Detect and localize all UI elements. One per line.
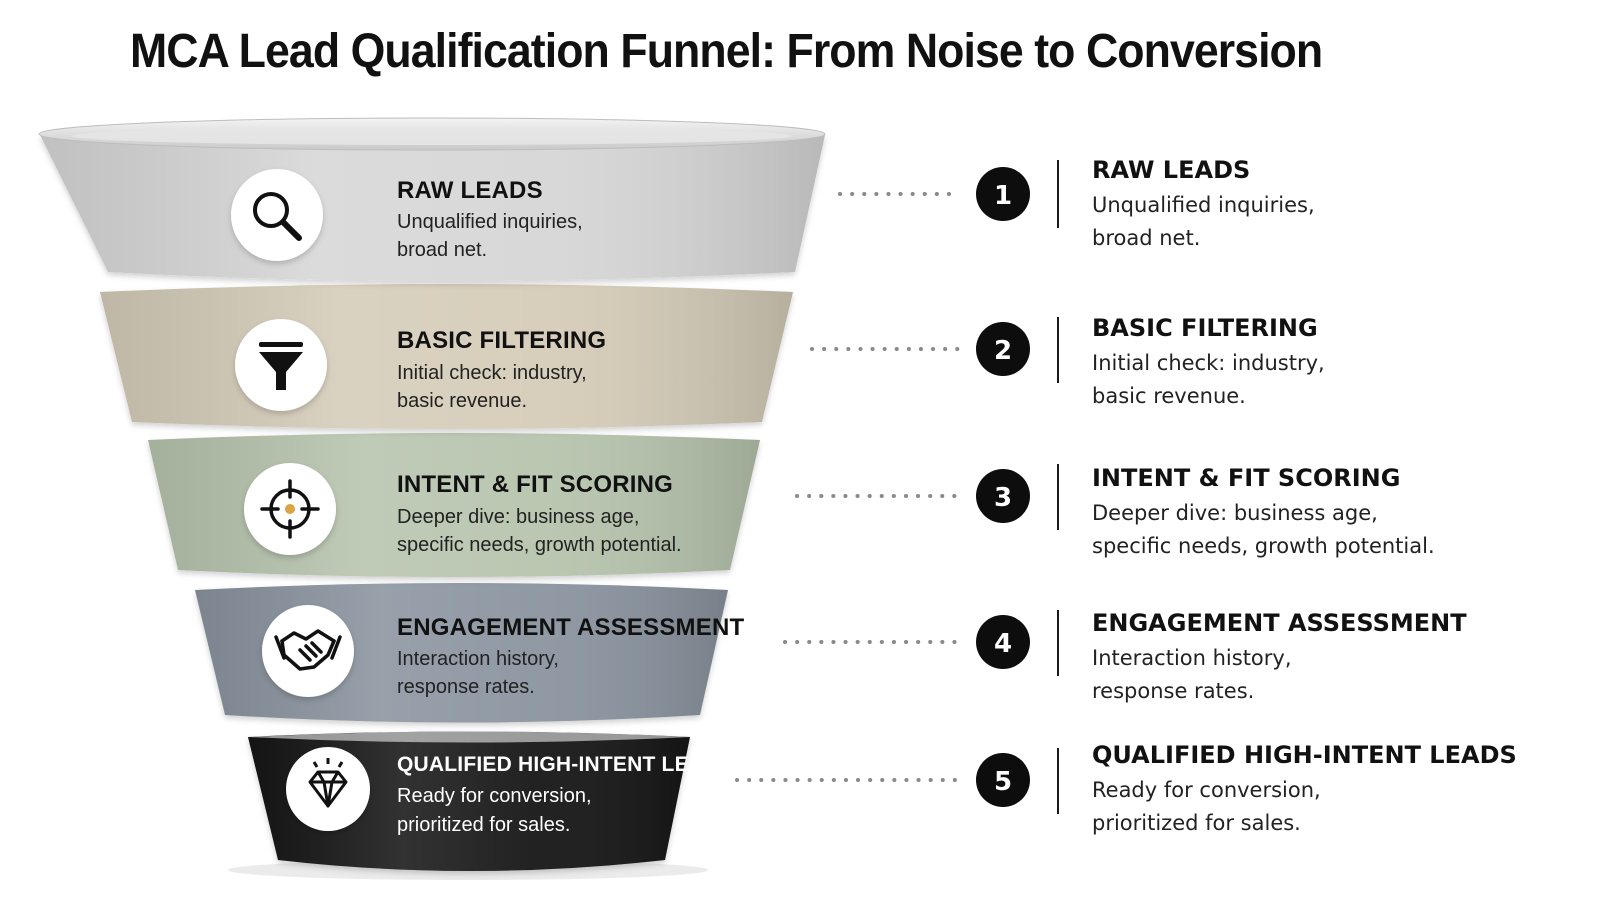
stage-title: INTENT & FIT SCORING	[397, 471, 673, 498]
stage-1-label: RAW LEADS Unqualified inquiries, broad n…	[397, 177, 583, 261]
step-number-5: 5	[976, 753, 1030, 807]
side-desc-line: Deeper dive: business age,	[1092, 501, 1378, 525]
stage-desc-line: prioritized for sales.	[397, 814, 570, 836]
step-number-text: 3	[994, 483, 1012, 513]
stage-title: ENGAGEMENT ASSESSMENT	[397, 614, 744, 641]
side-desc-line: Interaction history,	[1092, 646, 1292, 670]
icon-badge-3	[244, 463, 336, 555]
side-title: INTENT & FIT SCORING	[1092, 464, 1400, 492]
step-number-text: 4	[994, 629, 1012, 659]
side-desc-line: broad net.	[1092, 226, 1200, 250]
side-desc-line: prioritized for sales.	[1092, 811, 1301, 835]
side-label-3: INTENT & FIT SCORING Deeper dive: busine…	[1092, 464, 1435, 558]
side-desc-line: Initial check: industry,	[1092, 351, 1325, 375]
target-icon	[260, 479, 320, 539]
stage-desc-line: specific needs, growth potential.	[397, 534, 682, 556]
stage-4-label: ENGAGEMENT ASSESSMENT Interaction histor…	[397, 614, 744, 698]
step-number-4: 4	[976, 615, 1030, 669]
funnel-stage-1	[38, 117, 826, 281]
step-number-1: 1	[976, 167, 1030, 221]
filter-icon	[259, 342, 303, 390]
stage-desc-line: Unqualified inquiries,	[397, 211, 583, 233]
handshake-icon	[274, 629, 342, 671]
stage-desc-line: Interaction history,	[397, 648, 559, 670]
stage-desc-line: basic revenue.	[397, 390, 527, 412]
stage-desc-line: Ready for conversion,	[397, 785, 592, 807]
step-number-2: 2	[976, 322, 1030, 376]
side-title: ENGAGEMENT ASSESSMENT	[1092, 609, 1467, 637]
side-label-2: BASIC FILTERING Initial check: industry,…	[1092, 314, 1325, 408]
stage-title: RAW LEADS	[397, 177, 543, 204]
magnifier-icon	[253, 192, 302, 241]
stage-desc-line: Initial check: industry,	[397, 362, 587, 384]
step-number-text: 1	[994, 181, 1012, 211]
stage-5-label: QUALIFIED HIGH-INTENT LEADS Ready for co…	[397, 753, 734, 836]
side-desc-line: Ready for conversion,	[1092, 778, 1321, 802]
stage-title: QUALIFIED HIGH-INTENT LEADS	[397, 753, 734, 776]
icon-badge-5	[286, 747, 370, 831]
icon-badge-1	[231, 169, 323, 261]
side-title: RAW LEADS	[1092, 156, 1250, 184]
stage-2-label: BASIC FILTERING Initial check: industry,…	[397, 327, 606, 412]
stage-3-label: INTENT & FIT SCORING Deeper dive: busine…	[397, 471, 682, 556]
stage-desc-line: Deeper dive: business age,	[397, 506, 639, 528]
side-label-4: ENGAGEMENT ASSESSMENT Interaction histor…	[1092, 609, 1467, 703]
diamond-icon	[308, 758, 348, 808]
stage-desc-line: response rates.	[397, 676, 535, 698]
icon-badge-4	[262, 605, 354, 697]
side-desc-line: basic revenue.	[1092, 384, 1246, 408]
side-desc-line: specific needs, growth potential.	[1092, 534, 1435, 558]
step-number-text: 2	[994, 336, 1012, 366]
side-label-5: QUALIFIED HIGH-INTENT LEADS Ready for co…	[1092, 741, 1517, 835]
icon-badge-2	[235, 319, 327, 411]
step-number-text: 5	[994, 767, 1012, 797]
stage-desc-line: broad net.	[397, 239, 487, 261]
page-title: MCA Lead Qualification Funnel: From Nois…	[130, 25, 1323, 78]
side-desc-line: response rates.	[1092, 679, 1254, 703]
stage-title: BASIC FILTERING	[397, 327, 606, 354]
side-title: QUALIFIED HIGH-INTENT LEADS	[1092, 741, 1517, 769]
side-label-1: RAW LEADS Unqualified inquiries, broad n…	[1092, 156, 1315, 250]
step-number-3: 3	[976, 469, 1030, 523]
side-title: BASIC FILTERING	[1092, 314, 1318, 342]
side-desc-line: Unqualified inquiries,	[1092, 193, 1315, 217]
